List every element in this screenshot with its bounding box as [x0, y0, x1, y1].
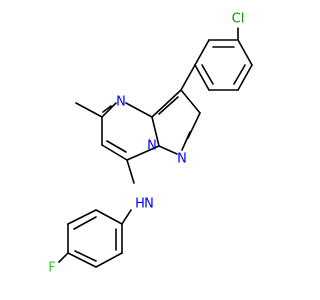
molecule-canvas: Cl N N N N H F — [48, 11, 253, 276]
bond — [151, 89, 182, 118]
bond — [126, 145, 160, 161]
molecule-structure: Cl N N N N H F — [48, 12, 253, 276]
bridge-nitrogen-label: N — [147, 139, 157, 154]
bond — [237, 39, 253, 66]
bond — [237, 64, 253, 91]
bond — [181, 131, 191, 151]
bond — [58, 252, 69, 263]
bond — [106, 140, 127, 153]
pyrimidine-nitrogen-label: N — [116, 95, 126, 110]
chlorine-label: Cl — [232, 12, 245, 27]
bonds — [58, 27, 253, 268]
bond — [75, 102, 103, 118]
bond — [101, 144, 128, 161]
bond — [121, 209, 132, 225]
fluorine-label: F — [48, 261, 55, 276]
bond — [158, 96, 179, 115]
amine-hydrogen-label: H — [135, 197, 145, 212]
bond — [194, 39, 210, 66]
bond — [95, 252, 123, 268]
bond — [158, 145, 178, 155]
bond — [151, 116, 160, 147]
bond — [102, 105, 112, 113]
bond — [233, 64, 246, 85]
bond — [201, 64, 214, 85]
bond — [101, 102, 117, 118]
atom-labels: Cl N N N N H F — [48, 12, 244, 276]
bond — [74, 250, 97, 262]
bond — [126, 159, 135, 184]
pyrazole-nitrogen-label: N — [177, 152, 187, 167]
bond — [125, 102, 153, 118]
amine-nitrogen-label: N — [144, 197, 154, 212]
bond — [95, 209, 123, 225]
bond — [180, 89, 201, 114]
bond — [67, 252, 97, 268]
bond — [180, 64, 196, 91]
bond — [67, 209, 97, 225]
bond — [73, 216, 97, 230]
bond — [194, 64, 210, 91]
